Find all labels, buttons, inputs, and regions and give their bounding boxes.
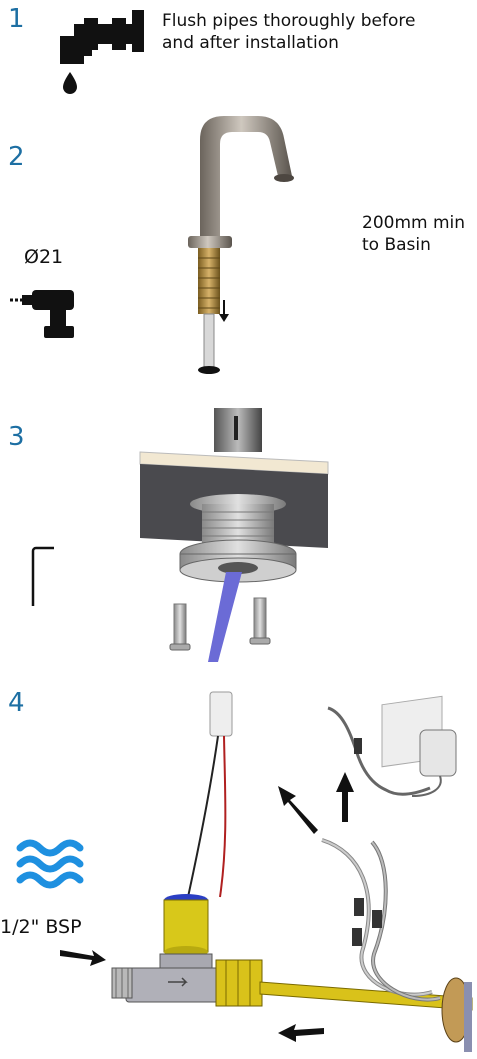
- mounting-illustration: [139, 408, 329, 662]
- step-3-number: 3: [8, 422, 25, 452]
- valve-assembly-illustration: [60, 691, 473, 1052]
- step-2-number: 2: [8, 142, 25, 172]
- thread-size-label: 1/2" BSP: [0, 916, 82, 938]
- clearance-line-2: to Basin: [362, 235, 431, 255]
- clearance-line-1: 200mm min: [362, 213, 466, 233]
- drill-size-label: Ø21: [24, 246, 64, 268]
- tap-icon: [60, 10, 144, 94]
- basin-clearance-note: 200mm min to Basin: [362, 212, 474, 256]
- step-4-number: 4: [8, 688, 25, 718]
- allen-key-icon: [31, 546, 54, 606]
- water-waves-icon: [16, 839, 84, 889]
- flush-line-2: and after installation: [162, 33, 339, 53]
- faucet-illustration: [188, 116, 294, 374]
- flush-instruction: Flush pipes thoroughly before and after …: [162, 10, 472, 54]
- step-1-number: 1: [8, 4, 25, 34]
- flush-line-1: Flush pipes thoroughly before: [162, 11, 416, 31]
- drill-icon: [10, 290, 74, 338]
